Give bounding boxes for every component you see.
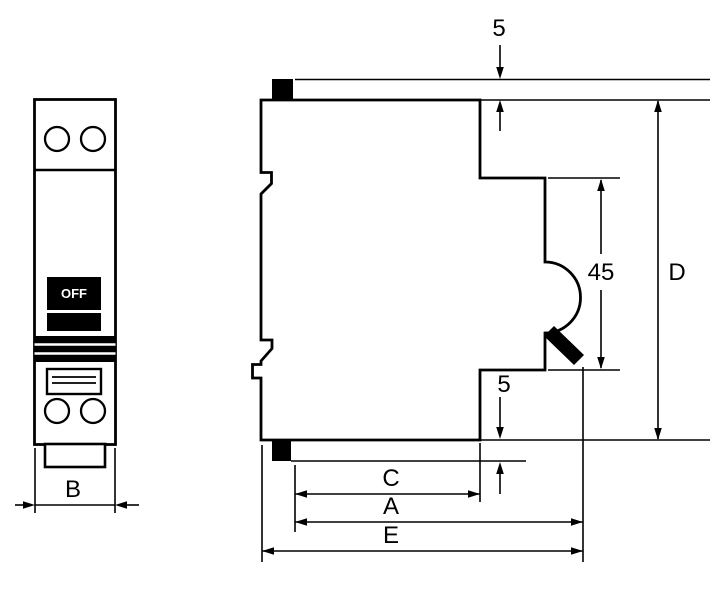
label-window [45,367,103,396]
dim5-top-arrowhead-up [496,100,504,112]
front-view: OFF B [15,98,139,513]
breaker-profile-outline [251,98,582,442]
dim5-top-arrowhead-down [496,67,504,79]
dimA-label: A [383,493,399,520]
toggle-off-label: OFF [61,286,87,301]
dim45-label: 45 [588,259,615,286]
dimension-annotations: 5 45 D 5 C A E [261,15,710,562]
dimC-arrowhead-right [468,490,480,498]
dimA-arrowhead-left [295,518,307,526]
dim5-bottom-arrowhead-down [496,427,504,439]
dimE-arrowhead-right [571,547,583,555]
dimE-label: E [383,522,399,549]
side-view [251,79,584,461]
dimD-label: D [668,259,685,286]
dimA-arrowhead-right [571,518,583,526]
bottom-terminal-screw-right [79,397,107,425]
dimE-arrowhead-left [262,547,274,555]
dim5-top-label: 5 [492,15,505,42]
bottom-terminal-screw-left [43,397,71,425]
b-arrowhead-left [23,501,35,509]
vent-stripes-band [34,336,116,362]
dim45-arrowhead-up [597,179,605,191]
toggle-lever [544,326,584,365]
top-terminal-screw-right [79,125,107,153]
bottom-rail-clip [272,441,291,461]
dim5-bottom-arrowhead-up [496,462,504,474]
dim45-arrowhead-down [597,357,605,369]
din-rail-tab [43,442,107,469]
top-rail-clip [272,79,293,100]
dimC-label: C [382,465,399,492]
toggle-rocker [47,313,101,331]
dimD-arrowhead-down [654,428,662,440]
b-dimension-label: B [65,476,81,503]
top-terminal-screw-left [43,125,71,153]
dim5-bottom-label: 5 [497,371,510,398]
dimC-arrowhead-left [295,490,307,498]
dimD-arrowhead-up [654,100,662,112]
toggle-off-button [47,277,101,310]
b-arrowhead-right [115,501,127,509]
